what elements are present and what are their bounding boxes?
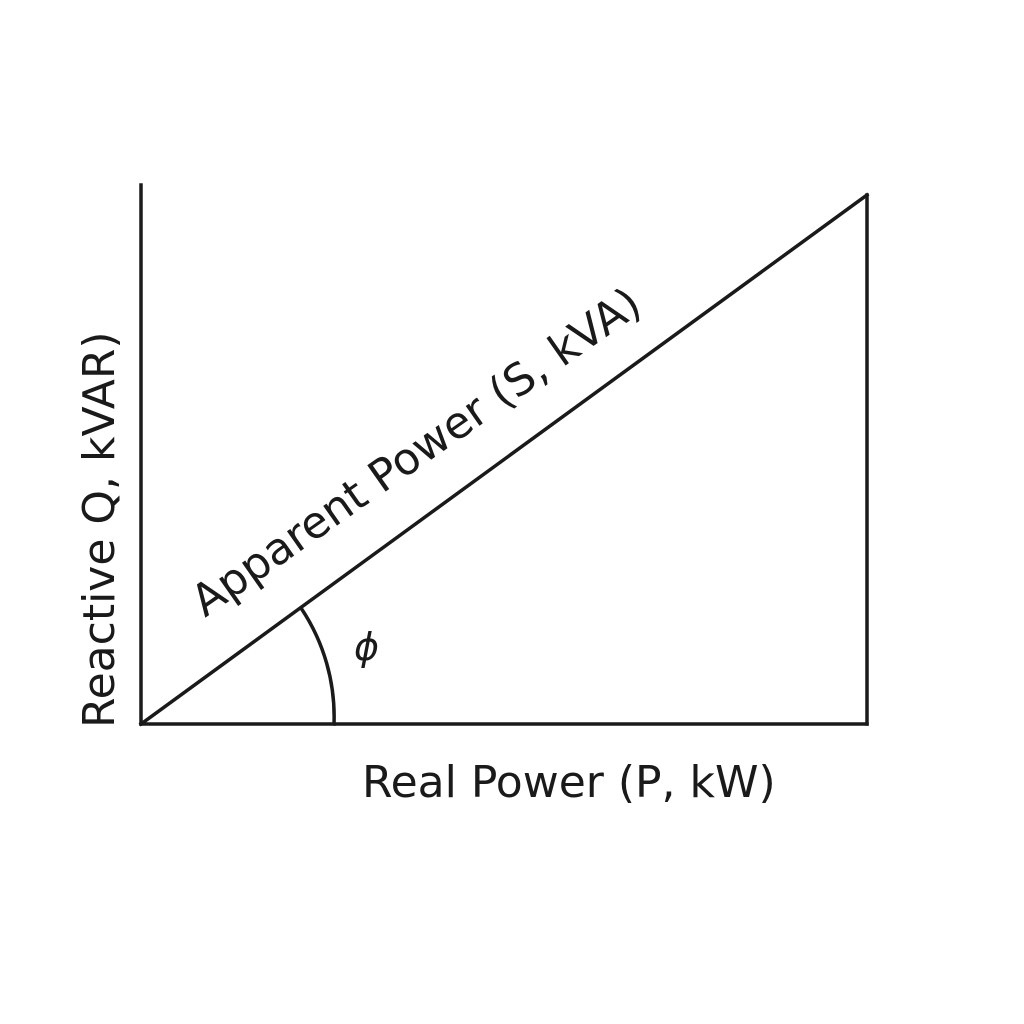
apparent-power-label: Apparent Power (S, kVA) [182, 278, 651, 627]
real-power-label: Real Power (P, kW) [362, 757, 776, 808]
phase-angle-arc [298, 605, 336, 726]
apparent-power-hypotenuse [138, 192, 870, 727]
phase-angle-symbol: ϕ [354, 625, 379, 669]
reactive-power-label: Reactive Q, kVAR) [74, 331, 125, 728]
